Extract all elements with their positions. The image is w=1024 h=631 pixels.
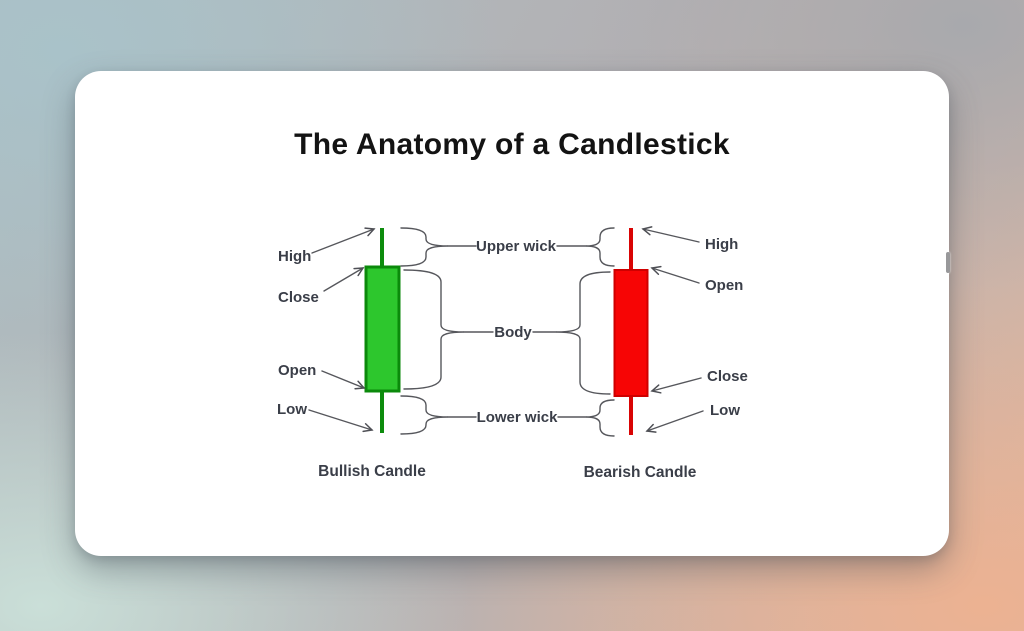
bearish-high-arrow	[641, 226, 700, 243]
lower-wick-label: Lower wick	[477, 409, 559, 426]
bullish-close-arrow	[323, 267, 365, 292]
bullish-high-arrow	[311, 227, 376, 254]
bearish-close-label: Close	[707, 368, 748, 385]
slide-card: The Anatomy of a Candlestick	[75, 71, 949, 556]
bullish-candlestick	[364, 228, 401, 433]
bearish-open-label: Open	[705, 277, 743, 294]
bearish-lower-wick-brace	[585, 399, 615, 437]
card-edge-scroll-handle[interactable]	[946, 252, 950, 273]
page-title: The Anatomy of a Candlestick	[294, 128, 730, 161]
bearish-candlestick	[613, 228, 649, 435]
bearish-low-label: Low	[710, 402, 740, 419]
upper-wick-label: Upper wick	[476, 238, 557, 255]
bearish-close-arrow	[650, 377, 702, 394]
bullish-high-label: High	[278, 248, 311, 265]
bullish-caption: Bullish Candle	[318, 463, 426, 480]
body-label: Body	[494, 324, 532, 341]
bullish-upper-wick-brace	[400, 227, 449, 267]
bearish-open-arrow	[650, 265, 700, 284]
bullish-body-brace	[403, 269, 465, 390]
bearish-high-label: High	[705, 236, 738, 253]
bullish-lower-wick-brace	[400, 395, 449, 435]
bullish-low-arrow	[308, 409, 374, 433]
bullish-low-label: Low	[277, 401, 307, 418]
bullish-open-label: Open	[278, 362, 316, 379]
bullish-body	[364, 265, 401, 393]
bearish-low-arrow	[645, 410, 704, 433]
bearish-upper-wick-brace	[585, 227, 615, 267]
bullish-close-label: Close	[278, 289, 319, 306]
bearish-caption: Bearish Candle	[584, 464, 697, 481]
bearish-body	[613, 269, 649, 397]
bullish-open-arrow	[321, 370, 366, 390]
bearish-body-brace	[555, 271, 611, 395]
